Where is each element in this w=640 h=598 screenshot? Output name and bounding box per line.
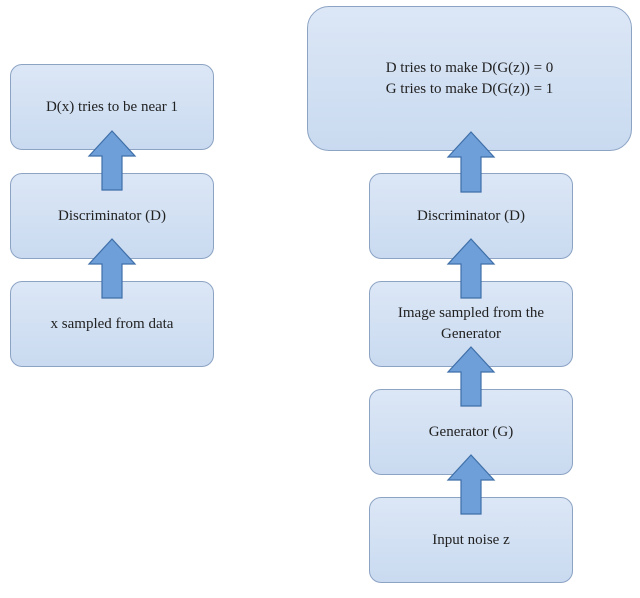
- discriminator-objective-label: D tries to make D(G(z)) = 0: [385, 59, 554, 76]
- generator-objective-label: G tries to make D(G(z)) = 1: [385, 80, 554, 97]
- generated-image-box: Image sampled from the Generator: [369, 281, 573, 367]
- real-output-label: D(x) tries to be near 1: [45, 98, 179, 115]
- right-discriminator-label: Discriminator (D): [417, 207, 525, 224]
- generated-image-label-line1: Image sampled from the: [397, 305, 545, 321]
- left-discriminator-label: Discriminator (D): [58, 207, 166, 224]
- input-noise-box: Input noise z: [369, 497, 573, 583]
- real-data-box: x sampled from data: [10, 281, 214, 367]
- generator-label: Generator (G): [428, 423, 514, 440]
- left-discriminator-box: Discriminator (D): [10, 173, 214, 259]
- real-output-box: D(x) tries to be near 1: [10, 64, 214, 150]
- generator-box: Generator (G): [369, 389, 573, 475]
- right-discriminator-box: Discriminator (D): [369, 173, 573, 259]
- objective-box: D tries to make D(G(z)) = 0 G tries to m…: [307, 6, 632, 151]
- real-data-label: x sampled from data: [50, 315, 174, 332]
- input-noise-label: Input noise z: [432, 531, 510, 548]
- generated-image-label-line2: Generator: [441, 326, 501, 342]
